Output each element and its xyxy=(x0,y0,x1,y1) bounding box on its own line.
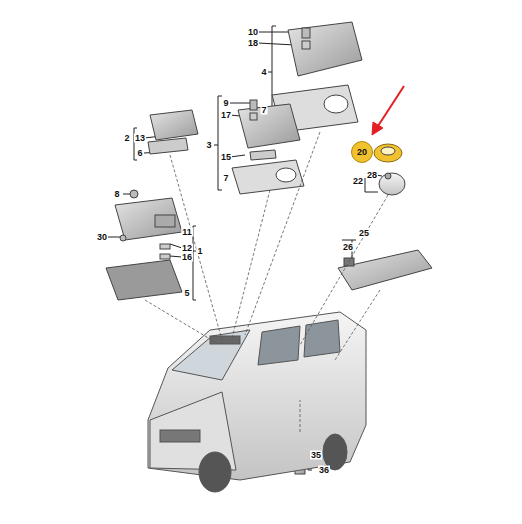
callout-number: 26 xyxy=(342,243,354,252)
callout-number: 20 xyxy=(357,148,367,157)
callout-number: 36 xyxy=(318,466,330,475)
callout-number: 28 xyxy=(366,171,378,180)
callout-number: 10 xyxy=(247,28,259,37)
callout-number: 7 xyxy=(222,174,229,183)
callout-number: 22 xyxy=(352,177,364,186)
highlighted-callout: 20 xyxy=(351,141,373,163)
callout-number: 30 xyxy=(96,233,108,242)
callout-number: 9 xyxy=(222,99,229,108)
callout-number: 16 xyxy=(181,253,193,262)
callout-number: 5 xyxy=(183,289,190,298)
callout-number: 6 xyxy=(136,149,143,158)
callout-number: 2 xyxy=(123,134,130,143)
callout-number: 1 xyxy=(196,247,203,256)
callout-number: 17 xyxy=(220,111,232,120)
callout-number: 12 xyxy=(181,244,193,253)
callout-number: 7 xyxy=(260,106,267,115)
callout-number: 3 xyxy=(205,141,212,150)
callout-number: 25 xyxy=(358,229,370,238)
callout-number: 15 xyxy=(220,153,232,162)
callout-number: 13 xyxy=(134,134,146,143)
callout-number: 8 xyxy=(113,190,120,199)
callout-number: 18 xyxy=(247,39,259,48)
callout-number: 4 xyxy=(260,68,267,77)
callout-number: 11 xyxy=(181,228,193,237)
callout-number: 35 xyxy=(310,451,322,460)
